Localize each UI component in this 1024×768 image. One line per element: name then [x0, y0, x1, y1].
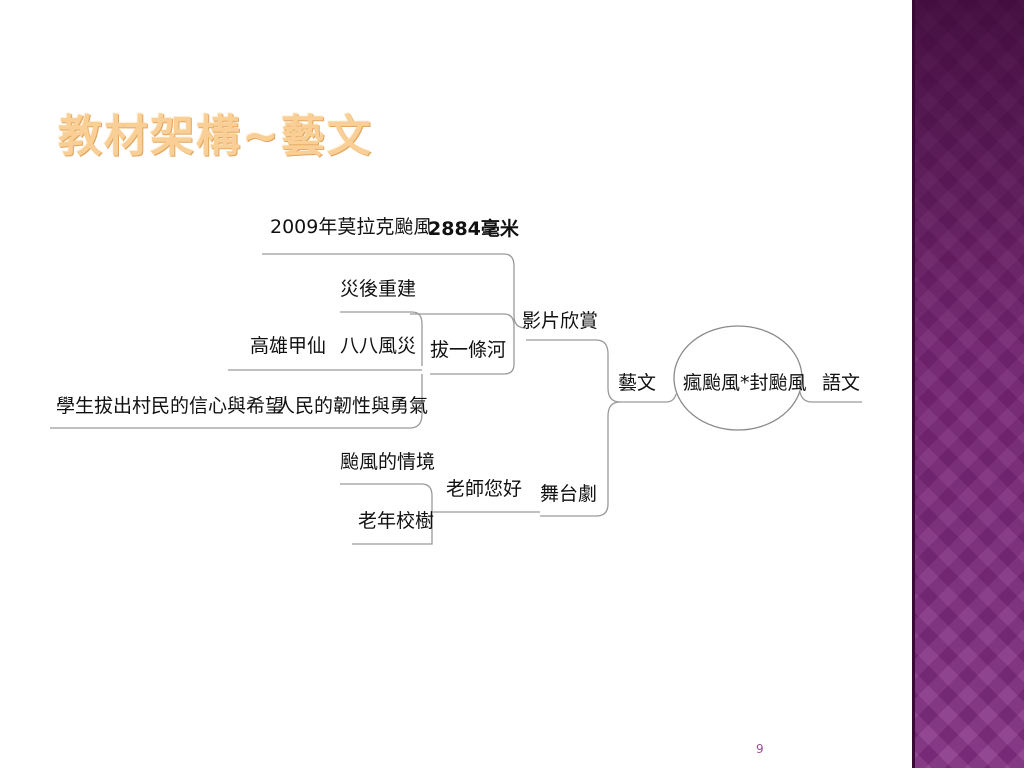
drama-label: 舞台劇 — [540, 483, 597, 505]
rebuild-label: 災後重建 — [340, 278, 416, 300]
old-tree-label: 老年校樹 — [358, 510, 434, 532]
page-number: 9 — [756, 742, 764, 756]
film-2884-label: 2884毫米 — [428, 217, 520, 240]
center-oval — [673, 325, 803, 431]
slide-title: 教材架構~藝文 — [58, 111, 373, 162]
kaohsiung-label: 高雄甲仙 — [250, 335, 326, 357]
hello-teacher-label: 老師您好 — [446, 478, 522, 500]
decorative-side-panel — [912, 0, 1024, 768]
typhoon-scene-label: 颱風的情境 — [340, 451, 435, 473]
students-hope-label: 學生拔出村民的信心與希望 — [56, 395, 284, 417]
morakot-label: 2009年莫拉克颱風 — [270, 216, 432, 238]
connector-lines — [50, 253, 862, 545]
resilience-label: 人民的韌性與勇氣 — [276, 395, 428, 417]
main-branch-label: 藝文 — [618, 372, 656, 394]
center-label: 瘋颱風*封颱風 — [683, 372, 807, 394]
mind-map: 2009年莫拉克颱風 2884毫米 災後重建 影片欣賞 高雄甲仙 八八風災 拔一… — [50, 216, 862, 545]
film-label: 影片欣賞 — [522, 310, 598, 332]
flood-0808-label: 八八風災 — [340, 335, 416, 357]
river-label: 拔一條河 — [430, 339, 506, 361]
right-branch-label: 語文 — [822, 372, 860, 394]
